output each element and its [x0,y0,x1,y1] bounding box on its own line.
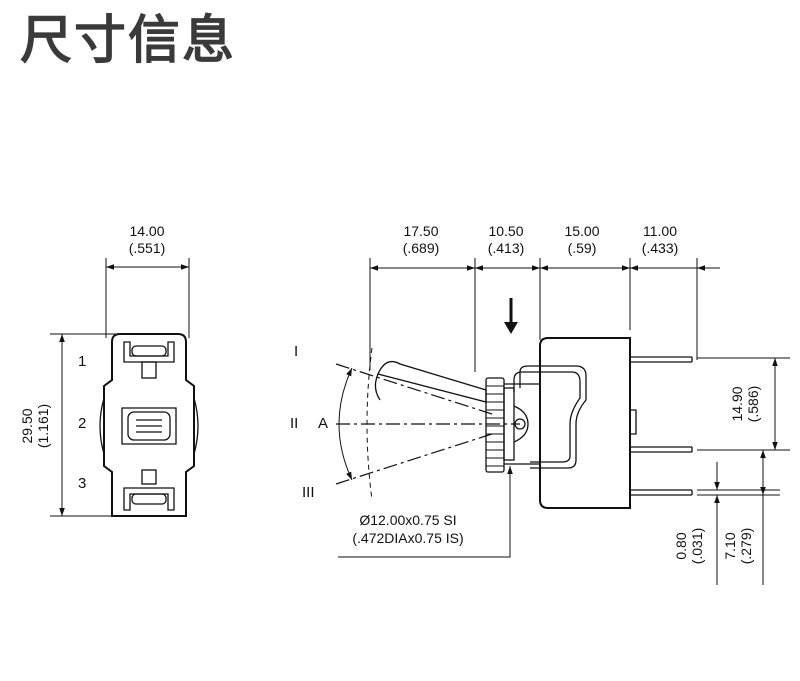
front-width-mm: 14.00 [129,223,164,239]
dim-10-50-in: (.413) [488,240,525,256]
dim-15-00-mm: 15.00 [564,223,599,239]
front-height-mm: 29.50 [19,408,35,443]
dim-17-50-mm: 17.50 [403,223,438,239]
dim-15-00-in: (.59) [568,240,597,256]
dim-7-10-mm: 7.10 [722,532,738,559]
side-view: 17.50 (.689) 10.50 (.413) 15.00 (.59) 11… [290,223,790,585]
switch-body [539,337,631,509]
dim-0-80-in: (.031) [689,528,705,565]
position-label-2: II [290,415,298,432]
terminal-label-1: 1 [78,353,86,370]
terminal-1 [123,341,175,379]
front-view: 14.00 (.551) 29.50 (1.161) 1 2 3 [19,223,199,517]
position-label-1: I [294,343,298,360]
dim-17-50-in: (.689) [403,240,440,256]
thread-spec-mm: Ø12.00x0.75 SI [359,512,456,528]
dim-14-90-in: (.586) [745,386,761,423]
dim-0-80-mm: 0.80 [673,532,689,559]
terminal-label-2: 2 [78,415,86,432]
thread-spec-in: (.472DIAx0.75 IS) [352,530,463,546]
down-arrow-icon [504,298,518,334]
angle-label: A [318,415,328,432]
toggle-lever [377,360,487,403]
dim-14-90-mm: 14.90 [729,386,745,421]
dim-10-50-mm: 10.50 [488,223,523,239]
page-title: 尺寸信息 [20,11,237,71]
terminal-3 [123,469,175,511]
terminal-2 [121,407,177,445]
dim-7-10-in: (.279) [738,528,754,565]
dim-11-00-in: (.433) [642,240,679,256]
front-height-in: (1.161) [35,404,51,448]
switch-body-outline [103,333,195,517]
front-width-in: (.551) [129,240,166,256]
terminal-label-3: 3 [78,475,86,492]
position-label-3: III [302,484,315,501]
thread-leader-line [338,466,513,558]
bushing-nut [485,377,540,473]
dim-11-00-mm: 11.00 [643,223,677,239]
